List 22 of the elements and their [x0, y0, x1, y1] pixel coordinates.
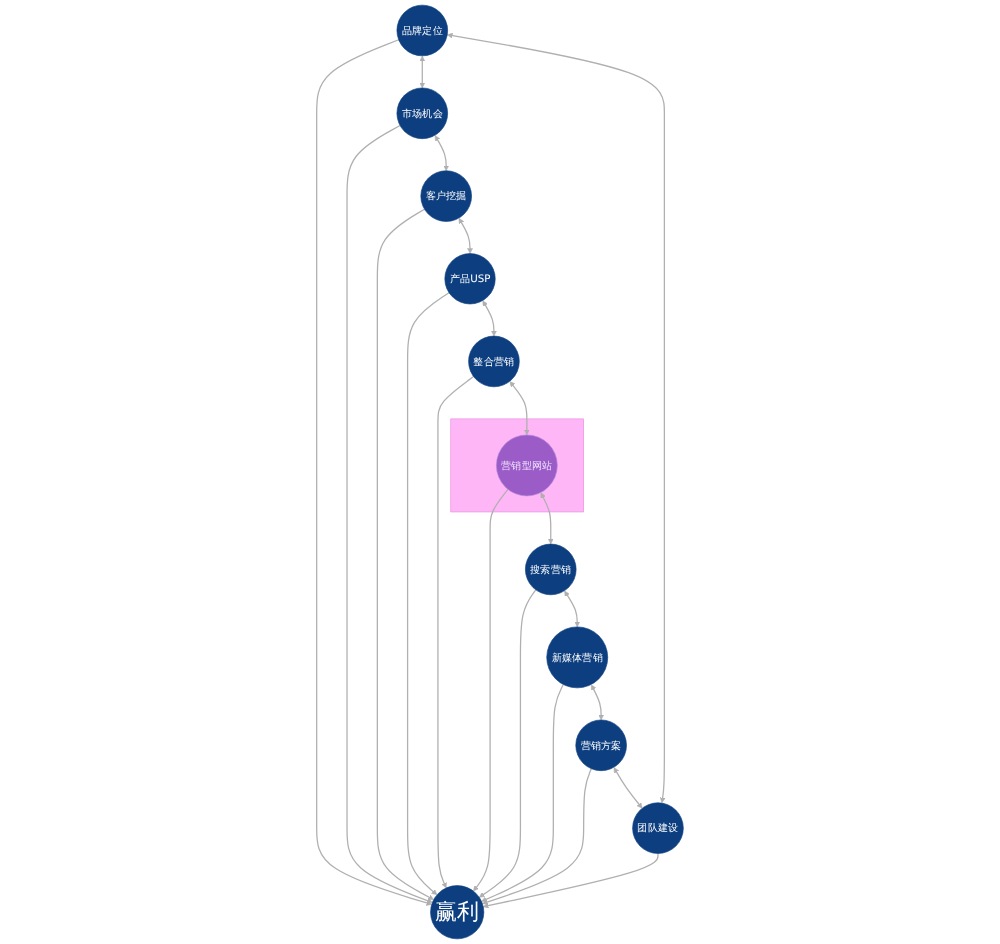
cluster — [450, 418, 584, 513]
arrow — [482, 768, 592, 905]
arrow — [316, 39, 432, 906]
arrow — [458, 218, 473, 254]
arrow — [434, 135, 449, 171]
arrow — [481, 683, 564, 902]
arrow — [419, 55, 426, 89]
arrow — [479, 589, 537, 898]
arrow — [483, 852, 659, 909]
arrow — [473, 488, 509, 892]
arrow — [346, 124, 433, 904]
arrow — [509, 381, 530, 436]
arrow — [437, 375, 475, 889]
arrow — [591, 684, 604, 721]
arrow — [406, 292, 450, 896]
node-circle: 赢利 — [430, 885, 485, 940]
arrow — [376, 208, 434, 900]
arrow — [564, 590, 581, 628]
arrow — [540, 492, 554, 545]
arrow — [482, 300, 497, 337]
arrow — [447, 32, 666, 804]
arrow — [613, 767, 643, 809]
